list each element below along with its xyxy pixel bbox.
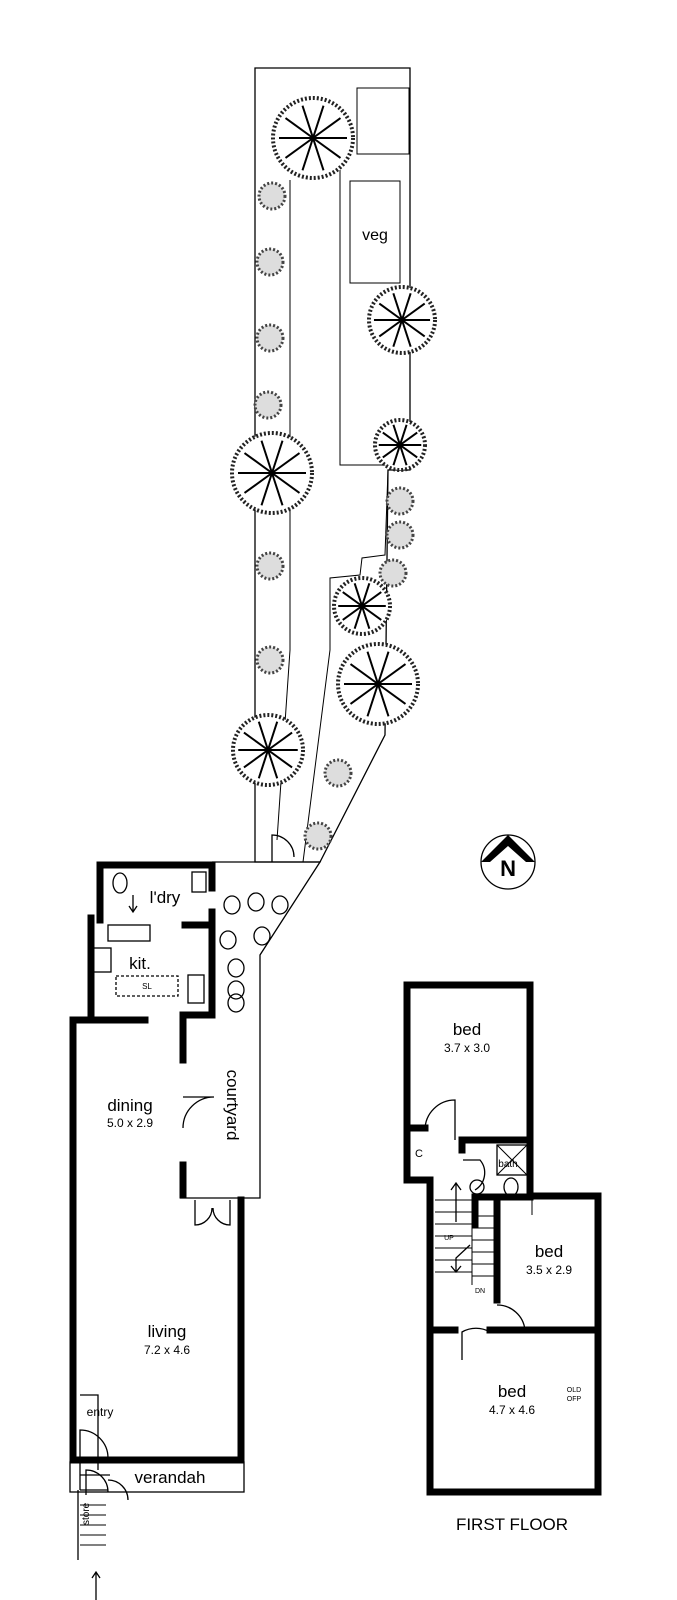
stepping-stones (219, 892, 289, 1013)
windows (440, 984, 570, 1493)
bed1-size: 3.7 x 3.0 (444, 1041, 490, 1055)
up-label-first: UP (444, 1235, 454, 1242)
garden-shed (356, 87, 410, 155)
shrub-icon (255, 247, 285, 277)
trees (230, 96, 437, 851)
cooktop-icon (92, 947, 112, 973)
first-floor: bed 3.7 x 3.0 bed 3.5 x 2.9 bed 4.7 x 4.… (403, 981, 602, 1534)
garden-path-edge (339, 170, 388, 466)
shrub-icon (257, 181, 287, 211)
store-walls (80, 1394, 110, 1476)
basin-icon (469, 1179, 485, 1195)
bench (107, 924, 151, 942)
old-label: OLD (567, 1387, 581, 1394)
stairs-first (435, 1181, 497, 1285)
dining-label: dining (107, 1096, 152, 1115)
skylight-label: SL (142, 982, 152, 991)
shrub-icon (255, 323, 285, 353)
shrub-icon (385, 520, 415, 550)
stairs-ground (80, 1504, 106, 1600)
tree-icon (332, 576, 392, 636)
outer-wall (69, 914, 245, 1464)
shrub-icon (385, 486, 415, 516)
tree-icon (230, 431, 314, 515)
tree-icon (367, 285, 437, 355)
up-arrow-icon (91, 1570, 101, 1600)
ground-floor: dining 5.0 x 2.9 living 7.2 x 4.6 l'dry … (69, 861, 245, 1600)
courtyard-boundary (180, 861, 322, 1199)
skylight (115, 975, 179, 997)
bed2-size: 3.5 x 2.9 (526, 1263, 572, 1277)
tree-icon (231, 713, 305, 787)
stepping-stone (247, 892, 265, 912)
stepping-stone (227, 980, 245, 1000)
store-label: store (81, 1502, 92, 1525)
arrow-icon (128, 895, 138, 914)
kitchen-wall (179, 921, 216, 1064)
up-arrow-icon (450, 1181, 462, 1222)
chimney (595, 1255, 601, 1277)
kitchen-label: kit. (129, 954, 151, 973)
shrub-icon (323, 758, 353, 788)
stepping-stone (219, 930, 237, 950)
stepping-stone (271, 895, 289, 915)
shrub-icon (378, 558, 408, 588)
shower-icon (496, 1144, 528, 1176)
tree-icon (336, 642, 420, 726)
veg-label: veg (362, 227, 388, 244)
courtyard-label: courtyard (223, 1070, 242, 1141)
bed1-door[interactable] (424, 1099, 456, 1140)
shrub-icon (303, 821, 333, 851)
tree-icon (373, 418, 427, 472)
verandah (69, 1461, 245, 1493)
toilet-icon (503, 1177, 519, 1197)
down-arrow-icon (450, 1244, 471, 1274)
stepping-stone (223, 895, 241, 915)
front-door[interactable] (85, 1469, 109, 1495)
store-door[interactable] (107, 1479, 129, 1501)
dining-size: 5.0 x 2.9 (107, 1116, 153, 1130)
bed3-label: bed (498, 1382, 526, 1401)
ofp-label: OFP (567, 1396, 582, 1403)
bath-door[interactable] (463, 1159, 486, 1191)
bed2-label: bed (535, 1242, 563, 1261)
internal-walls (426, 1138, 602, 1334)
living-label: living (148, 1322, 187, 1341)
laundry-wall (96, 861, 216, 924)
bath-label: bath (498, 1159, 517, 1170)
garden-path-right (302, 469, 389, 863)
north-label: N (500, 856, 516, 881)
dn-label: DN (475, 1288, 485, 1295)
living-size: 7.2 x 4.6 (144, 1343, 190, 1357)
dining-door[interactable] (182, 1096, 215, 1129)
tree-icon (271, 96, 355, 180)
bed3-size: 4.7 x 4.6 (489, 1403, 535, 1417)
washing-machine-icon (191, 871, 207, 893)
stepping-stone (253, 926, 271, 946)
courtyard: courtyard (180, 861, 322, 1199)
garden: veg (230, 67, 437, 863)
laundry-label: l'dry (150, 888, 181, 907)
stepping-stone (227, 958, 245, 978)
courtyard-french-doors[interactable] (194, 1200, 231, 1226)
bed2-door[interactable] (496, 1304, 526, 1331)
veg-bed (349, 180, 401, 284)
shower-cross (496, 1144, 528, 1176)
first-floor-title: FIRST FLOOR (456, 1515, 568, 1534)
shrub-icon (255, 645, 285, 675)
stepping-stone (227, 993, 245, 1013)
north-arrow-icon: N (480, 834, 536, 890)
bed3-door[interactable] (461, 1327, 491, 1360)
sink-icon (187, 974, 205, 1004)
cupboard-label: C (415, 1148, 423, 1160)
toilet-icon (112, 872, 128, 894)
shrub-icon (253, 390, 283, 420)
shrub-icon (255, 551, 285, 581)
garden-gate[interactable] (271, 834, 295, 862)
bed1-label: bed (453, 1020, 481, 1039)
old-fireplace (595, 1375, 601, 1420)
entry-label: entry (87, 1405, 114, 1419)
verandah-label: verandah (135, 1468, 206, 1487)
